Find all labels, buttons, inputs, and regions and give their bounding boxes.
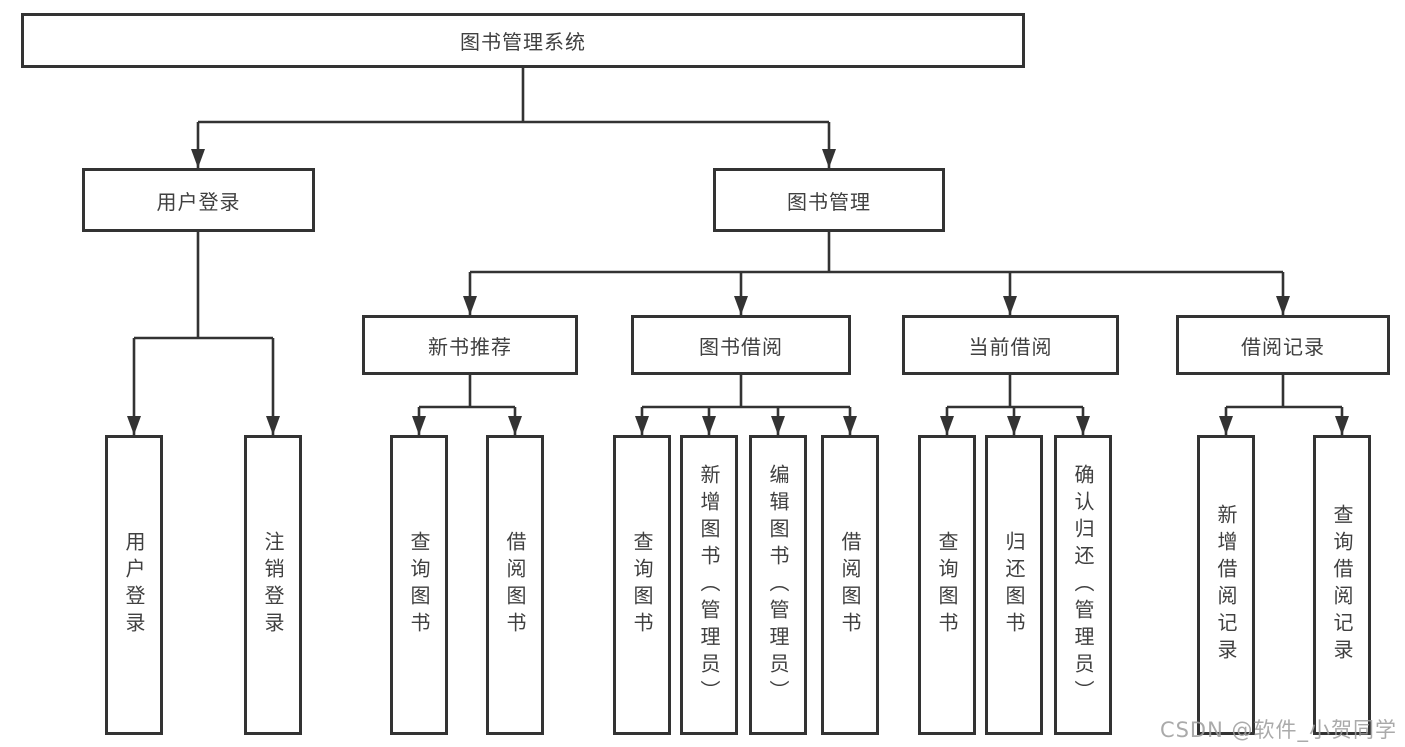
node-new-book-recommend: 新书推荐 [362, 315, 578, 375]
leaf-add-borrow-record: 新增借阅记录 [1197, 435, 1255, 735]
leaf-edit-book-admin: 编辑图书（管理员） [749, 435, 807, 735]
leaf-confirm-return-admin: 确认归还（管理员） [1054, 435, 1112, 735]
leaf-query-books-1: 查询图书 [390, 435, 448, 735]
node-user-login: 用户登录 [82, 168, 315, 232]
node-current-borrowing: 当前借阅 [902, 315, 1119, 375]
leaf-query-borrow-record: 查询借阅记录 [1313, 435, 1371, 735]
leaf-add-book-admin: 新增图书（管理员） [680, 435, 738, 735]
node-book-borrowing: 图书借阅 [631, 315, 851, 375]
node-library-system: 图书管理系统 [21, 13, 1025, 68]
leaf-query-books-3: 查询图书 [918, 435, 976, 735]
leaf-logout: 注销登录 [244, 435, 302, 735]
leaf-query-books-2: 查询图书 [613, 435, 671, 735]
leaf-return-book: 归还图书 [985, 435, 1043, 735]
node-book-management: 图书管理 [713, 168, 945, 232]
csdn-watermark: CSDN @软件_小贺同学 [1159, 718, 1397, 742]
leaf-user-login: 用户登录 [105, 435, 163, 735]
leaf-borrow-books-2: 借阅图书 [821, 435, 879, 735]
node-borrow-records: 借阅记录 [1176, 315, 1390, 375]
leaf-borrow-books-1: 借阅图书 [486, 435, 544, 735]
